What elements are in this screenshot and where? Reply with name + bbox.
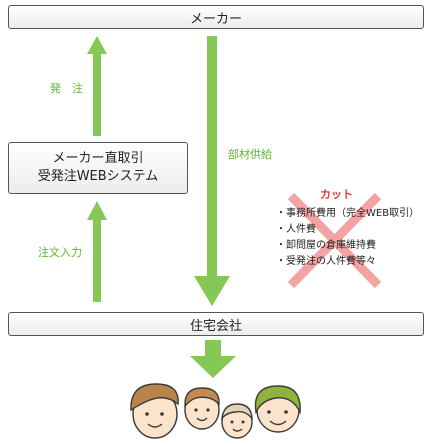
cut-item: ・事務所費用（完全WEB取引） [276, 208, 420, 219]
system-label-line1: メーカー直取引 [52, 151, 144, 166]
cut-list: ・事務所費用（完全WEB取引） ・人件費 ・卸問屋の倉庫維持費 ・受発注の人件費… [276, 206, 419, 270]
ordering-system-box: メーカー直取引 受発注WEBシステム [8, 142, 188, 194]
cut-item: ・人件費 [276, 224, 316, 235]
parts-supply-label: 部材供給 [228, 148, 272, 161]
order-input-label: 注文入力 [38, 246, 82, 259]
family-faces-icon [130, 383, 301, 439]
housing-company-box: 住宅会社 [8, 312, 424, 336]
system-label-line2: 受発注WEBシステム [37, 169, 159, 184]
maker-box: メーカー [8, 5, 424, 29]
cut-cross-icon [287, 192, 382, 289]
to-family-arrow [190, 340, 236, 378]
cut-title: カット [320, 188, 353, 201]
order-arrow [87, 36, 107, 136]
cut-item: ・受発注の人件費等々 [276, 256, 376, 267]
order-label: 発 注 [50, 82, 83, 95]
cut-item: ・卸問屋の倉庫維持費 [276, 240, 376, 251]
order-input-arrow [87, 201, 107, 302]
parts-supply-arrow [194, 36, 230, 306]
housing-label: 住宅会社 [189, 318, 242, 334]
maker-label: メーカー [189, 11, 242, 27]
